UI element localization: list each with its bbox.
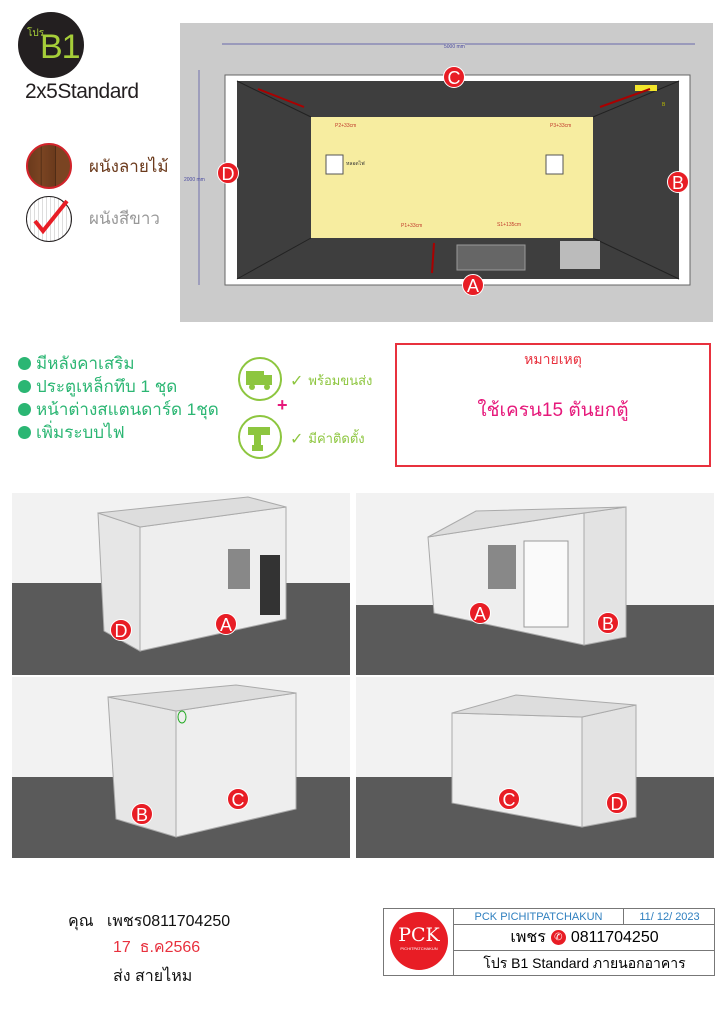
contact-phone: 0811704250 bbox=[570, 928, 659, 946]
label-p3: P3+33cm bbox=[550, 123, 572, 129]
bullet-icon bbox=[18, 380, 31, 393]
truck-icon bbox=[238, 357, 282, 401]
wood-wall-swatch[interactable] bbox=[26, 143, 72, 189]
drill-icon bbox=[238, 415, 282, 459]
note-box: หมายเหตุ ใช้เครน15 ตันยกตู้ bbox=[395, 343, 711, 467]
checkmark-icon bbox=[33, 199, 69, 235]
contact-row: เพชร ✆ 0811704250 bbox=[454, 925, 715, 951]
label-b-small: B bbox=[662, 102, 666, 108]
service-delivery: ✓ พร้อมขนส่ง bbox=[290, 370, 372, 391]
plus-icon: + bbox=[277, 395, 288, 415]
feature-item: ประตูเหล็กทึบ 1 ชุด bbox=[18, 373, 177, 400]
company-name: PCK PICHITPATCHAKUN bbox=[454, 909, 624, 925]
promo-prefix: โปร bbox=[27, 28, 45, 39]
document-date: 11/ 12/ 2023 bbox=[624, 909, 715, 925]
feature-item: หน้าต่างสแตนดาร์ด 1ชุด bbox=[18, 396, 219, 423]
wood-wall-label: ผนังลายไม้ bbox=[89, 157, 169, 176]
customer-name: คุณ เพชร0811704250 bbox=[68, 913, 231, 930]
service-label: พร้อมขนส่ง bbox=[308, 373, 373, 388]
check-icon: ✓ bbox=[290, 372, 304, 390]
render-back-right: B C bbox=[12, 677, 350, 858]
service-label: มีค่าติดตั้ง bbox=[308, 431, 365, 446]
feature-label: เพิ่มระบบไฟ bbox=[36, 423, 125, 442]
render-front-left: D A bbox=[12, 493, 350, 675]
promo-code: B1 bbox=[40, 28, 81, 66]
side-marker-b: B bbox=[667, 171, 689, 193]
width-dimension: 5000 mm bbox=[444, 44, 465, 50]
label-light: หลอดไฟ bbox=[346, 161, 365, 167]
product-name: โปร B1 Standard ภายนอกอาคาร bbox=[483, 955, 686, 971]
feature-item: เพิ่มระบบไฟ bbox=[18, 419, 125, 446]
side-marker-c: C bbox=[498, 788, 520, 810]
promo-badge: โปร B1 bbox=[18, 12, 84, 78]
white-wall-swatch[interactable] bbox=[26, 196, 72, 242]
feature-label: มีหลังคาเสริม bbox=[36, 354, 135, 373]
white-wall-label: ผนังสีขาว bbox=[89, 209, 160, 228]
logo-cell: PCK PICHITPATCHAKUN bbox=[384, 909, 454, 975]
label-p1: P1+33cm bbox=[401, 223, 423, 229]
pck-logo: PCK PICHITPATCHAKUN bbox=[390, 912, 448, 970]
feature-label: หน้าต่างสแตนดาร์ด 1ชุด bbox=[36, 400, 219, 419]
customer-delivery: ส่ง สายไหม bbox=[113, 968, 193, 985]
bullet-icon bbox=[18, 357, 31, 370]
side-marker-b: B bbox=[131, 803, 153, 825]
render-back-left: C D bbox=[356, 677, 714, 858]
phone-icon: ✆ bbox=[550, 930, 566, 945]
service-install: ✓ มีค่าติดตั้ง bbox=[290, 428, 365, 449]
side-marker-d: D bbox=[110, 619, 132, 641]
note-title: หมายเหตุ bbox=[524, 351, 582, 367]
side-marker-a: A bbox=[462, 274, 484, 296]
label-s1: S1+135cm bbox=[497, 222, 522, 228]
side-marker-c: C bbox=[227, 788, 249, 810]
side-marker-a: A bbox=[215, 613, 237, 635]
label-p2: P2+33cm bbox=[335, 123, 357, 129]
note-body: ใช้เครน15 ตันยกตู้ bbox=[477, 400, 629, 421]
depth-dimension: 2000 mm bbox=[184, 177, 205, 183]
side-marker-b: B bbox=[597, 612, 619, 634]
feature-label: ประตูเหล็กทึบ 1 ชุด bbox=[36, 377, 178, 396]
side-marker-a: A bbox=[469, 602, 491, 624]
contact-name: เพชร bbox=[510, 929, 546, 946]
side-marker-d: D bbox=[217, 162, 239, 184]
floor-plan-drawing bbox=[198, 43, 695, 286]
check-icon: ✓ bbox=[290, 430, 304, 448]
floor-plan: 5000 mm 2000 mm P2+33cm P3+33cm P1+33cm … bbox=[180, 23, 713, 322]
side-marker-c: C bbox=[443, 66, 465, 88]
title-block: PCK PICHITPATCHAKUN PCK PICHITPATCHAKUN … bbox=[383, 908, 715, 976]
customer-date: 17 ธ.ค2566 bbox=[113, 939, 201, 956]
bullet-icon bbox=[18, 426, 31, 439]
side-marker-d: D bbox=[606, 792, 628, 814]
model-title: 2x5Standard bbox=[25, 80, 139, 103]
render-front-right: A B bbox=[356, 493, 714, 675]
feature-item: มีหลังคาเสริม bbox=[18, 350, 135, 377]
bullet-icon bbox=[18, 403, 31, 416]
